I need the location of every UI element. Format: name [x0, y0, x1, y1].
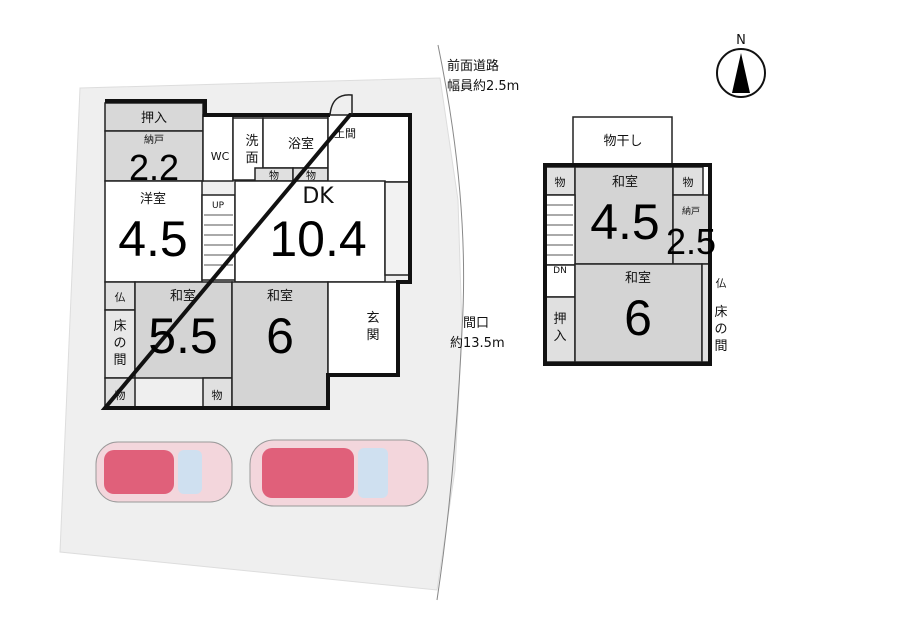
tokonoma-label-1: 床 [113, 319, 126, 334]
butsudan-label: 仏 [716, 277, 727, 290]
genkan-label-2: 関 [366, 328, 379, 343]
room-bath-label: 浴室 [288, 136, 314, 152]
room-washitsu2-size: 6 [624, 290, 652, 346]
stairs-icon [547, 204, 573, 256]
storage-label: 物 [555, 175, 566, 189]
stairs-label: DN [553, 266, 567, 276]
kitchen-counter [384, 181, 410, 276]
room-doma-label: 土間 [334, 127, 356, 140]
second-floor: 物干し 物 物 和室 4.5 納戸 2.5 DN 仏 押 入 和室 6 床 の … [543, 116, 728, 366]
tokonoma-label-2: の [714, 322, 727, 337]
oshiire-label-1: 押 [553, 312, 566, 327]
room-western-label: 洋室 [140, 191, 166, 207]
room-western-size: 4.5 [118, 211, 188, 267]
tokonoma-label-1: 床 [714, 305, 727, 320]
room-washitsu2-size: 6 [266, 308, 294, 364]
frontage-label: 間口 [463, 316, 489, 331]
room-nando-size: 2.5 [666, 221, 716, 262]
frontage-width: 約13.5m [450, 336, 505, 351]
tokonoma-label-3: 間 [113, 353, 126, 368]
tokonoma-label-3: 間 [714, 339, 727, 354]
butsudan-label: 仏 [115, 291, 126, 304]
road-boundary [436, 44, 465, 601]
room-senmen-label-1: 洗 [245, 134, 258, 149]
road-width: 幅員約2.5m [447, 79, 519, 94]
room-dk-size: 10.4 [269, 211, 366, 267]
tokonoma-label-2: の [113, 336, 126, 351]
room-washitsu1-size: 4.5 [590, 194, 660, 250]
room-washitsu1-label: 和室 [612, 174, 638, 190]
storage-label: 物 [212, 388, 223, 402]
car-icon [249, 439, 429, 507]
room-nando-label: 納戸 [144, 133, 164, 146]
room-washitsu1-size: 5.5 [148, 308, 218, 364]
room-washitsu2-label: 和室 [625, 270, 651, 286]
road-label: 前面道路 [447, 58, 499, 74]
oshiire-label-2: 入 [553, 329, 566, 344]
genkan-label-1: 玄 [366, 311, 379, 326]
room-nando-label: 納戸 [682, 205, 700, 217]
storage-label: 物 [683, 175, 694, 189]
room-dk-label: DK [302, 184, 334, 209]
balcony-label: 物干し [603, 134, 642, 149]
room-oshiire-label: 押入 [141, 111, 167, 126]
stairs-label: UP [212, 201, 225, 211]
room-wc-label: WC [211, 150, 230, 163]
first-floor: 押入 納戸 2.2 WC 洗 面 浴室 物 物 土間 洋室 4.5 UP DK … [100, 94, 412, 410]
room-washitsu2-label: 和室 [267, 288, 293, 304]
storage-label: 物 [269, 169, 279, 182]
car-icon [95, 441, 233, 503]
north-compass-icon: N [716, 33, 766, 98]
storage-label: 物 [306, 169, 316, 182]
stairs-icon [204, 214, 233, 266]
storage-label: 物 [115, 388, 126, 402]
room-senmen-label-2: 面 [245, 151, 258, 166]
room-nando-size: 2.2 [129, 147, 179, 188]
compass-label: N [736, 33, 746, 48]
room-washitsu1-label: 和室 [170, 288, 196, 304]
